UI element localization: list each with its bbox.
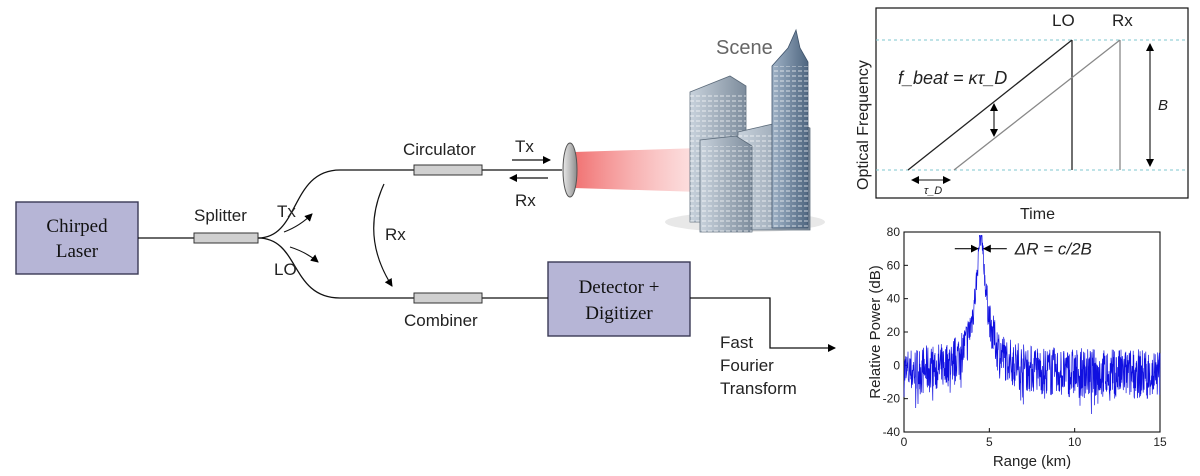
delay-label: τ_D: [924, 185, 942, 197]
chirp-plot-frame: [875, 7, 1189, 199]
beat-formula: f_beat = κτ_D: [898, 68, 1007, 88]
fft-label-line1: Fast: [720, 333, 753, 352]
spectrum-ylabel: Relative Power (dB): [867, 265, 884, 398]
rx-chirp-ramp: [953, 39, 1121, 171]
y-tick-label: 80: [887, 225, 901, 239]
chirp-xlabel: Time: [1020, 206, 1055, 223]
lo-split-label: LO: [274, 260, 297, 279]
detector-label-line2: Digitizer: [585, 303, 653, 324]
resolution-annotation: ΔR = c/2B: [1014, 240, 1092, 259]
scene-buildings-icon: [665, 28, 825, 233]
tx-out-label: Tx: [515, 137, 534, 156]
splitter-label: Splitter: [194, 206, 247, 225]
rx-loop-label: Rx: [385, 225, 406, 244]
chirp-plot: LO Rx B f_beat = κτ_D τ_D Optical Freque…: [855, 7, 1189, 223]
y-tick-label: 40: [887, 292, 901, 306]
rx-loop-arrow: [373, 183, 393, 287]
lo-split-arrow: [289, 246, 319, 263]
fft-label-line2: Fourier: [720, 356, 774, 375]
chirped-laser-block: Chirped Laser: [15, 201, 139, 275]
circulator-label: Circulator: [403, 140, 476, 159]
laser-label-line1: Chirped: [46, 216, 108, 237]
spectrum-xlabel: Range (km): [993, 453, 1071, 470]
y-tick-label: -40: [883, 425, 901, 439]
x-tick-label: 10: [1068, 435, 1082, 449]
range-spectrum-chart: 0 5 10 15 -40 -20 0 20 40 60 80 ΔR = c/2B Range (k…: [867, 225, 1167, 470]
detector-label-line1: Detector +: [579, 277, 660, 298]
y-tick-label: 20: [887, 325, 901, 339]
fiber-paths: [138, 169, 836, 352]
tx-split-label: Tx: [277, 202, 296, 221]
combiner-component: [413, 292, 483, 304]
bandwidth-label: B: [1158, 97, 1168, 114]
y-tick-label: 0: [893, 358, 900, 372]
y-tick-label: 60: [887, 258, 901, 272]
x-tick-label: 0: [901, 435, 908, 449]
combiner-label: Combiner: [404, 311, 478, 330]
spectrum-series-line: [903, 234, 1161, 415]
chirp-ylabel: Optical Frequency: [855, 60, 872, 190]
scene-label: Scene: [716, 37, 773, 59]
y-tick-label: -20: [883, 392, 901, 406]
x-tick-label: 15: [1153, 435, 1167, 449]
spectrum-frame: [903, 231, 1161, 433]
fft-label-line3: Transform: [720, 379, 797, 398]
tx-split-arrow: [283, 213, 313, 233]
circulator-component: [413, 164, 483, 176]
lo-chirp-ramp: [907, 39, 1073, 171]
lens-icon: [562, 142, 578, 198]
splitter-component: [193, 232, 259, 244]
rx-in-label: Rx: [515, 191, 536, 210]
laser-beam: [574, 148, 700, 192]
x-tick-label: 5: [986, 435, 993, 449]
laser-label-line2: Laser: [56, 241, 99, 262]
lo-label: LO: [1052, 11, 1075, 30]
detector-digitizer-block: Detector + Digitizer: [547, 261, 691, 337]
rx-label: Rx: [1112, 11, 1133, 30]
